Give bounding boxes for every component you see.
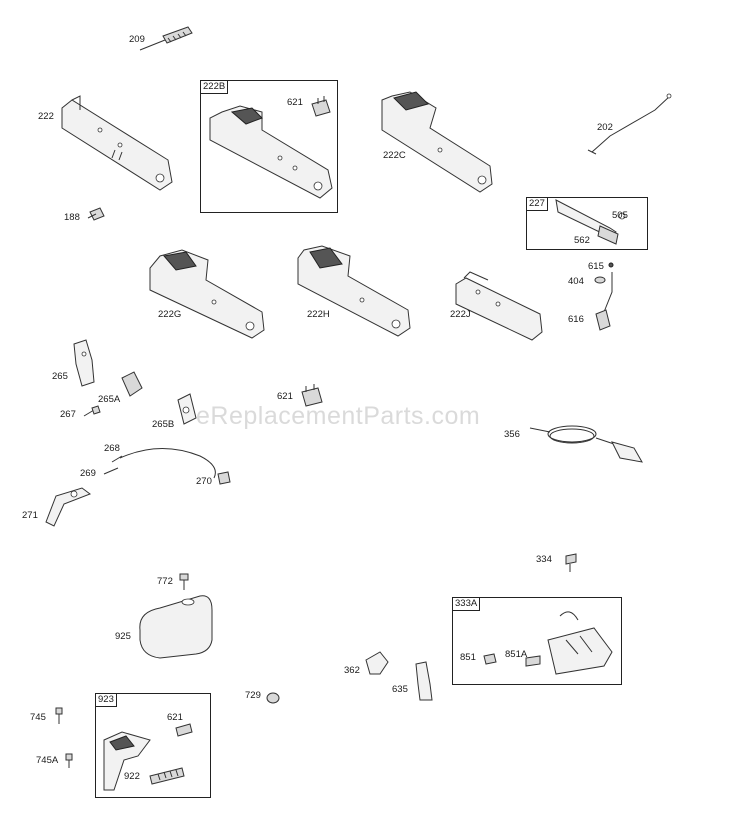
box-label-333a: 333A	[452, 597, 481, 611]
part-188-screw	[87, 207, 105, 221]
group-box-222b	[200, 80, 338, 213]
callout-267: 267	[60, 409, 76, 420]
callout-222j: 222J	[450, 309, 471, 320]
callout-188: 188	[64, 212, 80, 223]
callout-270: 270	[196, 476, 212, 487]
part-772	[179, 573, 189, 590]
part-222-bracket	[61, 95, 173, 191]
part-356-harness	[529, 425, 643, 463]
callout-222g: 222G	[158, 309, 182, 320]
callout-729: 729	[245, 690, 261, 701]
callout-209: 209	[129, 34, 145, 45]
part-222b-bracket	[209, 96, 333, 199]
part-745	[55, 707, 63, 724]
callout-851a: 851A	[505, 649, 528, 660]
callout-772: 772	[157, 576, 173, 587]
part-923-bracket	[103, 723, 193, 791]
callout-404: 404	[568, 276, 584, 287]
group-box-227	[526, 197, 648, 250]
callout-745a: 745A	[36, 755, 59, 766]
part-227-assembly	[555, 199, 626, 245]
part-222c-bracket	[381, 91, 493, 193]
callout-222h: 222H	[307, 309, 330, 320]
part-222g-bracket	[149, 249, 265, 339]
box-label-227: 227	[526, 197, 548, 211]
watermark-text: eReplacementParts.com	[196, 402, 481, 430]
part-333a-assembly	[483, 611, 613, 675]
part-621-middle	[301, 384, 323, 407]
callout-202: 202	[597, 122, 613, 133]
part-209-spring	[139, 26, 193, 51]
part-271-lever	[45, 487, 92, 527]
callout-615: 615	[588, 261, 604, 272]
callout-621-bottom: 621	[167, 712, 183, 723]
callout-621-top: 621	[287, 97, 303, 108]
callout-616: 616	[568, 314, 584, 325]
callout-265b: 265B	[152, 419, 175, 430]
callout-222c: 222C	[383, 150, 406, 161]
callout-265a: 265A	[98, 394, 121, 405]
callout-851: 851	[460, 652, 476, 663]
callout-922: 922	[124, 771, 140, 782]
part-362	[365, 651, 389, 675]
part-222h-bracket	[297, 245, 411, 337]
part-270	[217, 471, 231, 485]
part-635	[415, 661, 433, 701]
part-269	[103, 467, 119, 475]
callout-271: 271	[22, 510, 38, 521]
callout-269: 269	[80, 468, 96, 479]
callout-621-middle: 621	[277, 391, 293, 402]
callout-334: 334	[536, 554, 552, 565]
callout-265: 265	[52, 371, 68, 382]
part-265b	[177, 393, 197, 425]
part-925-cover	[139, 595, 213, 659]
part-222j-bracket	[455, 271, 543, 341]
part-729	[266, 692, 280, 704]
callout-745: 745	[30, 712, 46, 723]
part-267	[83, 405, 101, 417]
callout-505: 505	[612, 210, 628, 221]
part-745a	[65, 753, 73, 768]
callout-635: 635	[392, 684, 408, 695]
box-label-222b: 222B	[200, 80, 229, 94]
part-265a	[121, 371, 143, 397]
group-box-923	[95, 693, 211, 798]
part-202-rod	[587, 93, 672, 155]
part-334-bolt	[565, 553, 577, 572]
box-label-923: 923	[95, 693, 117, 707]
callout-362: 362	[344, 665, 360, 676]
part-615-404-616	[594, 262, 614, 331]
callout-268: 268	[104, 443, 120, 454]
group-box-333a	[452, 597, 622, 685]
part-268-cable	[111, 448, 216, 479]
part-265	[73, 339, 95, 387]
callout-562: 562	[574, 235, 590, 246]
callout-222: 222	[38, 111, 54, 122]
callout-356: 356	[504, 429, 520, 440]
callout-925: 925	[115, 631, 131, 642]
